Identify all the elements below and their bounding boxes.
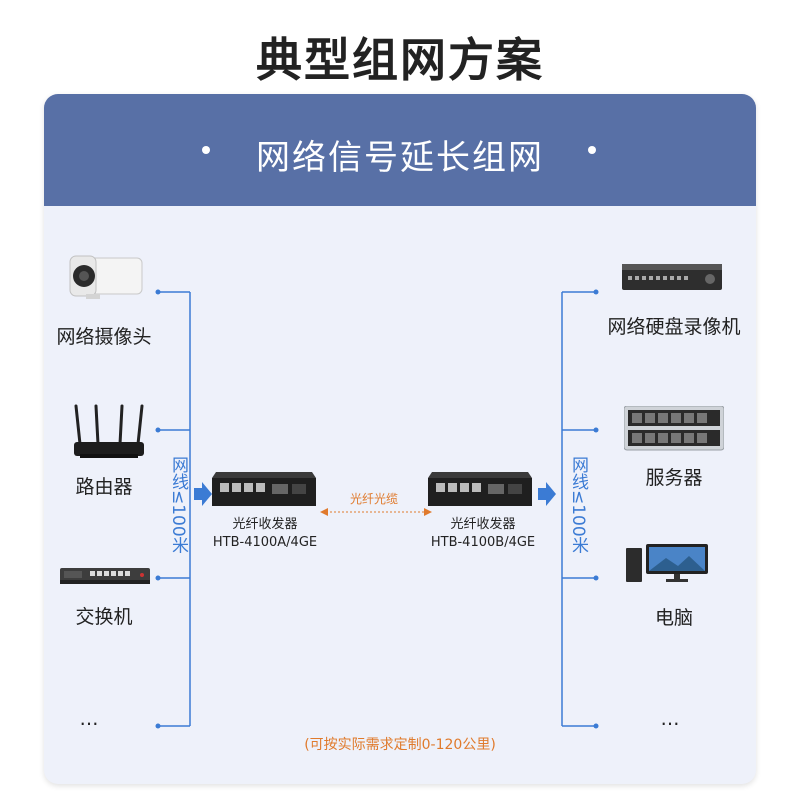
left-device-label: 路由器 [75,476,133,498]
switch-icon [60,568,150,584]
left-cable-label: 网线≤100米 [168,456,188,554]
right-joint-dots [593,289,599,729]
computer-icon [626,544,708,582]
nvr-icon [622,264,722,290]
banner: 网络信号延长组网 [44,94,756,206]
right-device-label: 网络硬盘录像机 [607,316,741,338]
arrow-into-transceiver-b [538,482,556,506]
server-icon [624,406,724,451]
arrow-into-transceiver-a [194,482,212,506]
transceiver-b-model: HTB-4100B/4GE [430,535,536,550]
transceiver-b-name: 光纤收发器 [450,517,516,532]
left-device-label: … [79,708,99,730]
transceiver-a-name: 光纤收发器 [232,517,298,532]
page-title: 典型组网方案 [256,33,544,87]
transceiver-b-icon [428,472,532,506]
banner-dot-right [588,146,596,154]
right-device-label: 电脑 [654,607,693,629]
left-joint-dots [155,289,161,729]
router-icon [74,404,144,458]
banner-dot-left [202,146,210,154]
fiber-label: 光纤光缆 [350,492,399,506]
right-device-label: 服务器 [645,467,703,489]
left-trunk [158,291,191,727]
transceiver-a-icon [212,472,316,506]
transceiver-a-model: HTB-4100A/4GE [212,535,318,550]
left-device-label: 交换机 [75,606,133,628]
distance-note: (可按实际需求定制0-120公里) [304,737,496,753]
left-device-label: 网络摄像头 [56,326,152,348]
camera-icon [69,255,143,299]
banner-title: 网络信号延长组网 [256,138,544,178]
right-device-label: … [660,708,680,730]
right-cable-label: 网线≤100米 [568,456,588,554]
right-trunk [561,291,596,727]
